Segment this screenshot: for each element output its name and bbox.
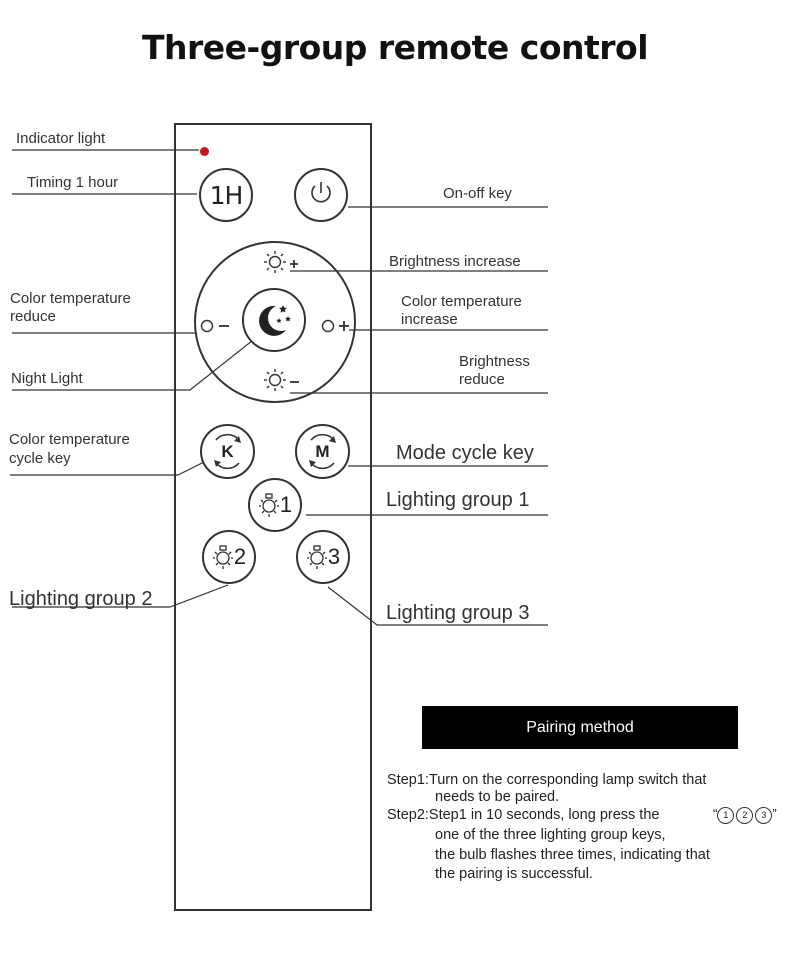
ct-cycle-button[interactable]: K [200,424,255,479]
sun-minus-icon [264,369,299,391]
inline-bulb-1-icon: 1 [717,807,735,824]
label-timing: Timing 1 hour [27,174,119,191]
step2-line4: the pairing is successful. [435,866,593,882]
label-brightness-reduce-2: reduce [459,371,505,388]
step2-line3: the bulb flashes three times, indicating… [435,847,710,863]
bulb-1-icon [258,493,279,517]
label-indicator-light: Indicator light [16,130,106,147]
step2-line1: Step2:Step1 in 10 seconds, long press th… [387,807,660,823]
page-title: Three-group remote control [141,28,649,67]
cycle-k-icon [214,433,241,470]
inline-bulb-3-icon: 3 [755,807,773,824]
moon-stars-icon [259,305,291,336]
label-brightness-reduce-1: Brightness [459,353,530,370]
ct-plus-icon [321,319,349,333]
timer-1h-button[interactable]: 1H [199,168,253,222]
ct-minus-icon [200,319,229,333]
power-icon [306,178,336,213]
label-group-3: Lighting group 3 [386,602,530,624]
label-ct-reduce-1: Color temperature [10,290,131,307]
ct-reduce-button[interactable] [199,316,235,336]
control-ring [194,241,356,403]
group-3-number: 3 [327,544,341,569]
night-light-button[interactable] [242,288,306,352]
lighting-group-3-button[interactable]: 3 [296,530,350,584]
ct-increase-button[interactable] [319,316,355,336]
group-1-number: 1 [279,492,293,517]
k-label: K [221,441,234,461]
brightness-reduce-button[interactable] [261,367,303,393]
timer-label: 1H [209,180,244,210]
on-off-button[interactable] [294,168,348,222]
indicator-light [200,147,209,156]
label-ct-cycle-2: cycle key [9,450,71,467]
label-group-2: Lighting group 2 [9,588,153,610]
group-2-number: 2 [233,544,247,569]
label-on-off: On-off key [443,185,512,202]
label-ct-cycle-1: Color temperature [9,431,130,448]
lighting-group-1-button[interactable]: 1 [248,478,302,532]
step1-line1: Step1:Turn on the corresponding lamp swi… [387,772,707,788]
label-brightness-increase: Brightness increase [389,253,521,270]
brightness-increase-button[interactable] [261,249,303,275]
label-ct-increase-2: increase [401,311,458,328]
label-group-1: Lighting group 1 [386,489,530,511]
m-label: M [315,441,330,461]
label-ct-reduce-2: reduce [10,308,56,325]
cycle-m-icon [309,433,336,470]
step2-line2: one of the three lighting group keys, [435,827,666,843]
sun-plus-icon [264,251,298,273]
remote-body [174,123,372,911]
lighting-group-2-button[interactable]: 2 [202,530,256,584]
label-ct-increase-1: Color temperature [401,293,522,310]
pairing-heading: Pairing method [422,706,738,749]
bulb-3-icon [306,545,327,569]
mode-cycle-button[interactable]: M [295,424,350,479]
label-mode-cycle: Mode cycle key [396,442,534,464]
step1-line2: needs to be paired. [435,789,560,805]
inline-bulb-2-icon: 2 [736,807,754,824]
bulb-2-icon [212,545,233,569]
label-night-light: Night Light [11,370,83,387]
